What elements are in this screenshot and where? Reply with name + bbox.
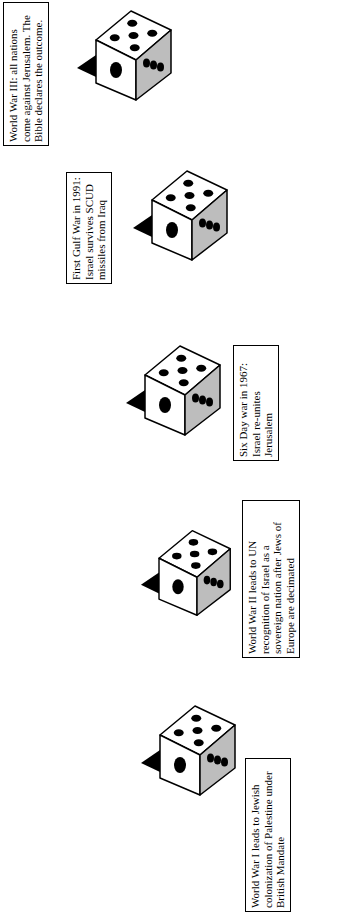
event-text: World War III: all nations come against …	[7, 6, 45, 142]
event-box: Six Day war in 1967: Israel re-unites Je…	[233, 345, 279, 461]
die-icon	[77, 11, 171, 100]
rotated-text-block: World War III: all nations come against …	[7, 6, 45, 142]
die-icon	[141, 706, 235, 795]
rotated-text-block: World War II leads to UN recognition of …	[246, 504, 296, 654]
event-text: Six Day war in 1967: Israel re-unites Je…	[237, 349, 275, 457]
event-text: First Gulf War in 1991: Israel survives …	[70, 176, 108, 280]
event-text: World War II leads to UN recognition of …	[246, 504, 296, 654]
rotated-text-block: World War I leads to Jewish colonization…	[249, 762, 287, 908]
event-box: World War III: all nations come against …	[3, 2, 49, 146]
die-icon	[133, 171, 227, 260]
event-box: World War II leads to UN recognition of …	[242, 500, 300, 658]
event-box: World War I leads to Jewish colonization…	[245, 758, 291, 912]
event-text: World War I leads to Jewish colonization…	[249, 762, 287, 908]
die-icon	[126, 346, 220, 435]
die-icon	[141, 531, 230, 616]
rotated-text-block: Six Day war in 1967: Israel re-unites Je…	[237, 349, 275, 457]
rotated-text-block: First Gulf War in 1991: Israel survives …	[70, 176, 108, 280]
event-box: First Gulf War in 1991: Israel survives …	[66, 172, 112, 284]
